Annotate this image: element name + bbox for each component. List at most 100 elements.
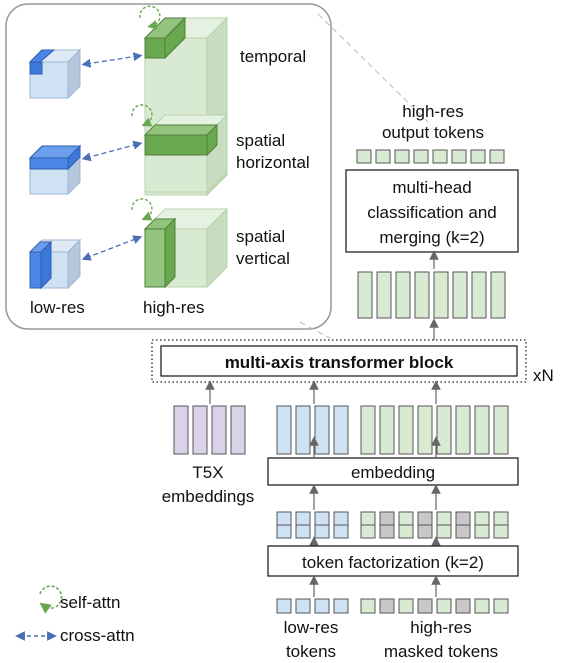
inset-row-spatial-horizontal: spatial horizontal	[28, 104, 310, 196]
row-label-vertical: vertical	[236, 249, 290, 268]
high-res-tokens-line2: masked tokens	[384, 642, 498, 661]
t5x-label-line1: T5X	[192, 463, 223, 482]
legend: self-attn cross-attn	[15, 585, 135, 645]
self-attn-loop	[131, 104, 153, 127]
self-attn-loop	[131, 198, 153, 221]
high-res-input-token	[360, 598, 376, 614]
factorized-low-token	[295, 511, 311, 526]
output-token	[356, 149, 372, 164]
factorized-low-token	[276, 524, 292, 539]
high-res-input-token	[474, 598, 490, 614]
factorized-high-token	[360, 511, 376, 526]
t5x-embedding-tokens	[173, 405, 246, 455]
factorized-high-token	[455, 511, 471, 526]
low-res-cube	[28, 238, 82, 290]
factorization-box: token factorization (k=2)	[267, 545, 519, 577]
high-res-input-token	[436, 598, 452, 614]
head-box-line1: multi-head	[392, 178, 471, 197]
factorized-high-token	[493, 511, 509, 526]
transformer-label: multi-axis transformer block	[225, 353, 454, 372]
embedding-label: embedding	[351, 463, 435, 482]
output-label-line2: output tokens	[382, 123, 484, 142]
factorized-low-token	[276, 511, 292, 526]
low-res-cube	[28, 144, 82, 196]
factorized-high-token	[360, 524, 376, 539]
cross-attn-arrow	[81, 140, 143, 162]
transformer-output-token	[395, 271, 411, 319]
low-res-tokens-line1: low-res	[284, 618, 339, 637]
factorized-high-token	[474, 524, 490, 539]
factorized-high-token	[417, 524, 433, 539]
factorized-high-token	[379, 524, 395, 539]
high-res-input-token	[455, 598, 471, 614]
factorized-low-token	[314, 511, 330, 526]
factorized-high-token	[493, 524, 509, 539]
factorized-low-token	[333, 524, 349, 539]
inset-low-res-label: low-res	[30, 298, 85, 317]
embedding-box: embedding	[267, 457, 519, 486]
transformer-output-token	[433, 271, 449, 319]
transformer-output-tokens	[357, 271, 506, 319]
high-res-embedded-token	[474, 405, 490, 455]
factorized-low-token	[295, 524, 311, 539]
high-res-embedded-token	[417, 405, 433, 455]
head-box-line2: classification and	[367, 203, 496, 222]
output-token	[451, 149, 467, 164]
t5x-token	[173, 405, 189, 455]
cross-attn-arrow	[81, 235, 143, 261]
high-res-tokens-line1: high-res	[410, 618, 471, 637]
output-token	[375, 149, 391, 164]
output-token	[432, 149, 448, 164]
low-res-embedded-token	[314, 405, 330, 455]
self-attn-loop	[139, 5, 161, 30]
multi-head-box: multi-head classification and merging (k…	[345, 169, 519, 253]
self-attn-legend-icon	[39, 585, 63, 614]
low-res-embedded-token	[295, 405, 311, 455]
repeat-label: xN	[533, 366, 554, 385]
head-box-line3: merging (k=2)	[379, 228, 484, 247]
low-res-embedded-tokens	[276, 405, 349, 455]
high-res-input-token	[398, 598, 414, 614]
high-res-input-token	[417, 598, 433, 614]
low-res-tokens-line2: tokens	[286, 642, 336, 661]
low-res-cube	[28, 48, 82, 100]
factorized-low-token	[314, 524, 330, 539]
high-res-embedded-tokens	[360, 405, 509, 455]
transformer-output-token	[471, 271, 487, 319]
factorized-low-token	[333, 511, 349, 526]
high-res-embedded-token	[493, 405, 509, 455]
output-label-line1: high-res	[402, 102, 463, 121]
low-res-input-token	[276, 598, 292, 614]
output-token	[394, 149, 410, 164]
row-label-spatial: spatial	[236, 131, 285, 150]
factorization-label: token factorization (k=2)	[302, 553, 484, 572]
cross-attn-legend-label: cross-attn	[60, 626, 135, 645]
high-res-embedded-token	[455, 405, 471, 455]
transformer-output-token	[357, 271, 373, 319]
row-label-horizontal: horizontal	[236, 153, 310, 172]
row-label-spatial: spatial	[236, 227, 285, 246]
high-res-embedded-token	[436, 405, 452, 455]
transformer-output-token	[490, 271, 506, 319]
t5x-token	[211, 405, 227, 455]
factorized-high-token	[417, 511, 433, 526]
cross-attn-arrow	[81, 52, 143, 68]
output-token	[489, 149, 505, 164]
low-res-input-token	[314, 598, 330, 614]
factorized-high-token	[474, 511, 490, 526]
factorized-high-token	[398, 524, 414, 539]
output-token	[470, 149, 486, 164]
self-attn-legend-label: self-attn	[60, 593, 120, 612]
inset-row-spatial-vertical: spatial vertical	[28, 198, 290, 290]
high-res-input-token	[379, 598, 395, 614]
low-res-input-token	[295, 598, 311, 614]
low-res-embedded-token	[333, 405, 349, 455]
high-res-embedded-token	[379, 405, 395, 455]
transformer-output-token	[414, 271, 430, 319]
high-res-embedded-token	[398, 405, 414, 455]
output-token-row	[356, 149, 505, 164]
t5x-token	[230, 405, 246, 455]
high-res-cube	[143, 113, 229, 194]
input-token-row	[276, 598, 509, 614]
high-res-embedded-token	[360, 405, 376, 455]
